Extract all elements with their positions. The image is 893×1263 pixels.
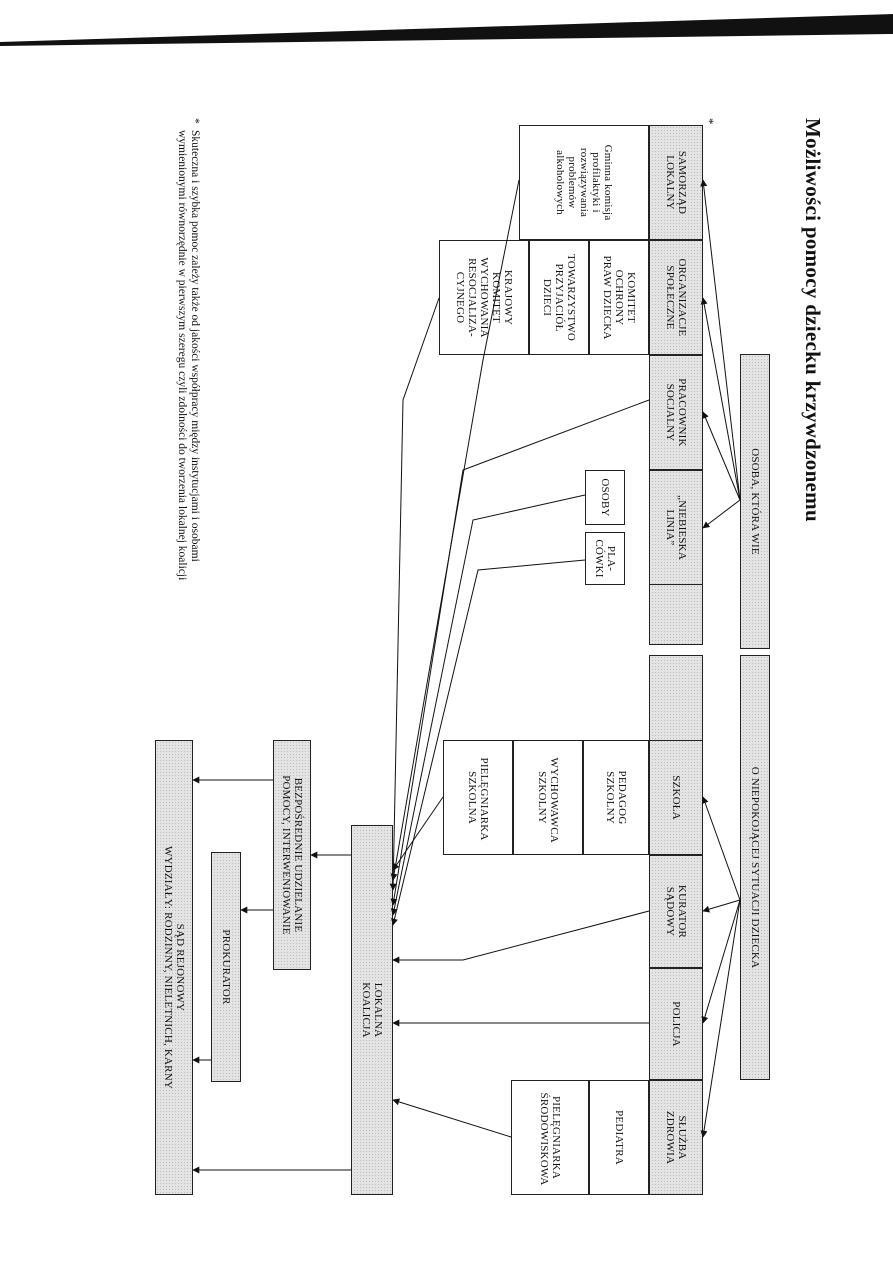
scan-edge-bar xyxy=(0,14,893,46)
outcome-arrows xyxy=(192,776,351,1174)
source-arrows-left xyxy=(700,179,741,529)
source-arrows-right xyxy=(700,796,741,1138)
koalicja-arrows xyxy=(389,179,650,1138)
